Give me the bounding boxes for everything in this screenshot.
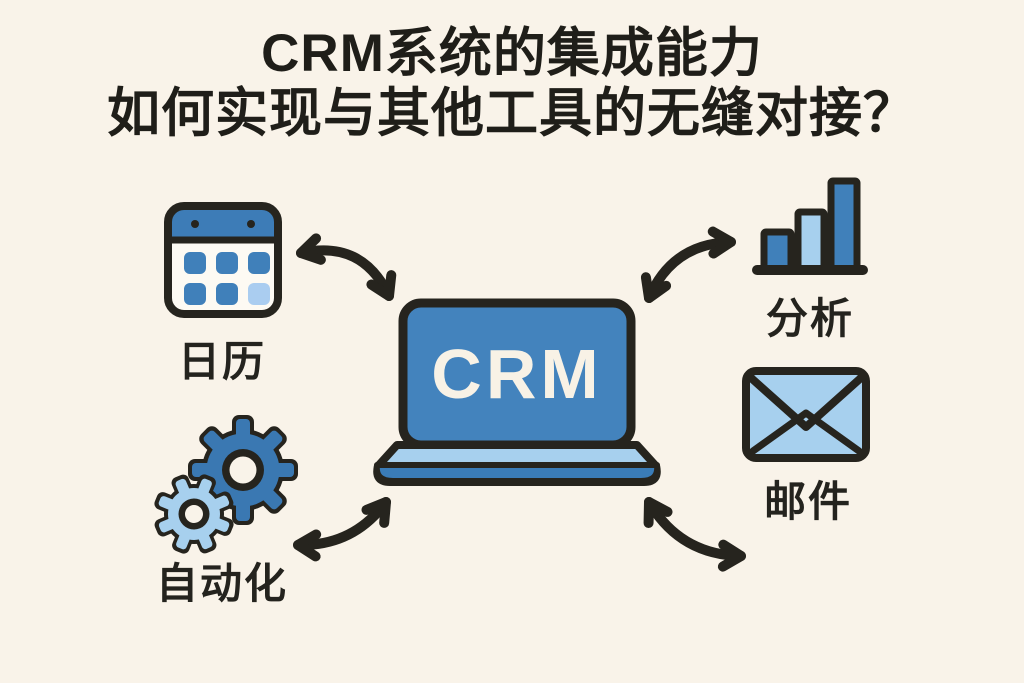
bar-chart-icon: [752, 177, 868, 275]
page-title: CRM系统的集成能力 如何实现与其他工具的无缝对接？: [0, 24, 1024, 144]
calendar-day-cells: [184, 252, 270, 305]
calendar-peg: [247, 220, 255, 228]
laptop-base-strip: [373, 462, 661, 484]
gear-small: [154, 474, 234, 554]
gear-large: [188, 415, 298, 525]
connection-arrows: [293, 226, 746, 572]
title-line-1: CRM系统的集成能力: [261, 24, 763, 83]
calendar-label: 日历: [177, 338, 267, 385]
automation-label: 自动化: [155, 560, 289, 607]
envelope-icon: [742, 367, 870, 462]
title-line-2: 如何实现与其他工具的无缝对接？: [107, 83, 917, 143]
laptop-icon: CRM: [373, 298, 661, 486]
analytics-label: 分析: [765, 295, 855, 342]
crm-screen-label: CRM: [431, 335, 602, 413]
email-label: 邮件: [763, 478, 853, 525]
calendar-peg: [191, 220, 199, 228]
calendar-icon: [164, 202, 282, 318]
gears-icon: [154, 415, 298, 554]
